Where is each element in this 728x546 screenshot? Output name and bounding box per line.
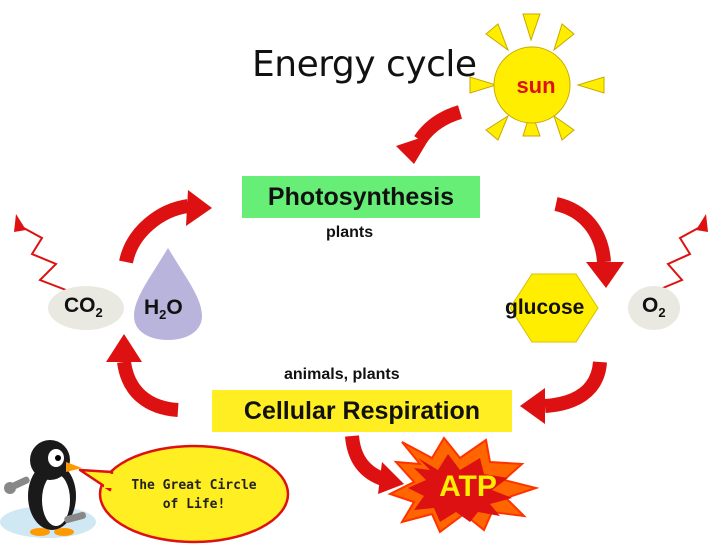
o2-main: O (642, 294, 659, 317)
co2-bubble (48, 286, 124, 330)
speech-bubble (78, 444, 290, 544)
respiration-sublabel: animals, plants (284, 366, 400, 383)
photosynthesis-sublabel: plants (326, 224, 374, 241)
page-title: Energy cycle (252, 44, 477, 85)
water-drop-icon (134, 248, 202, 340)
co2-main: CO (64, 294, 96, 317)
sun-icon (469, 13, 605, 141)
hexagon-icon (509, 273, 599, 343)
h2o-pre: H (144, 296, 160, 319)
respiration-label: Cellular Respiration (243, 396, 481, 425)
co2-label: CO2 (64, 294, 103, 320)
h2o-label: H2O (144, 296, 183, 322)
penguin-icon (0, 440, 96, 538)
o2-label: O2 (642, 294, 666, 320)
arrow-heads (106, 134, 624, 494)
speech-line-2: of Life! (162, 497, 226, 512)
cycle-arrows (117, 105, 611, 487)
glucose-label: glucose (505, 296, 585, 319)
respiration-box: Cellular Respiration (212, 390, 512, 432)
o2-subscript: 2 (658, 305, 666, 321)
zigzag-arrow-icon (657, 214, 708, 291)
photosynthesis-box: Photosynthesis (242, 176, 480, 218)
speech-bubble-text: The Great Circle of Life! (114, 476, 274, 514)
starburst-inner (408, 454, 512, 522)
h2o-post: O (166, 296, 183, 319)
sun-label: sun (516, 73, 555, 98)
h2o-subscript: 2 (159, 307, 167, 323)
speech-line-1: The Great Circle (131, 478, 257, 493)
co2-subscript: 2 (95, 305, 103, 321)
zigzag-arrow-icon (14, 214, 67, 291)
atp-label: ATP (439, 470, 497, 503)
o2-bubble (628, 286, 680, 330)
photosynthesis-label: Photosynthesis (267, 182, 455, 211)
